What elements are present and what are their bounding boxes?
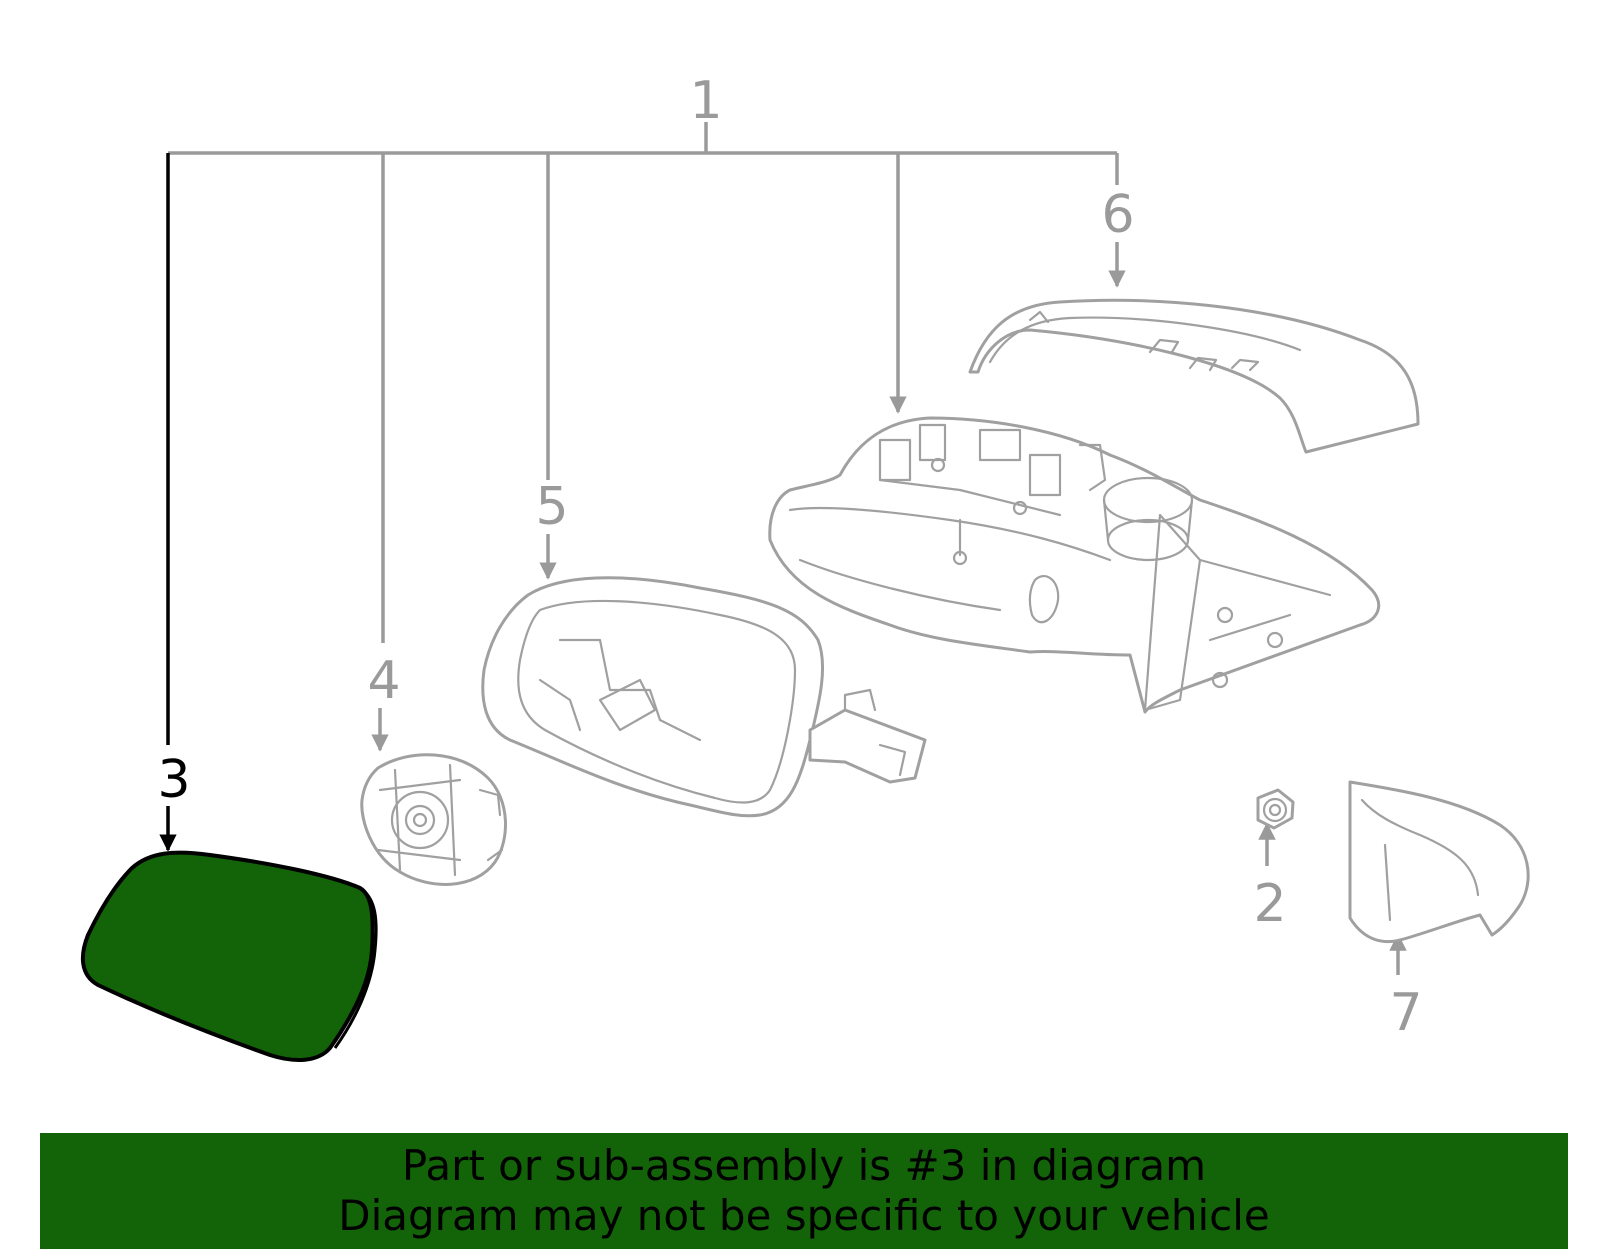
assembly-bracket — [168, 122, 1119, 643]
part-5-mirror-frame — [481, 576, 927, 818]
banner-line-1: Part or sub-assembly is #3 in diagram — [401, 1141, 1207, 1190]
banner-line-2: Diagram may not be specific to your vehi… — [338, 1191, 1270, 1240]
part-6-mirror-cover — [968, 298, 1420, 454]
callout-6: 6 — [1101, 185, 1134, 245]
callout-5: 5 — [535, 477, 568, 537]
part-4-mirror-actuator — [360, 753, 507, 886]
info-banner: Part or sub-assembly is #3 in diagram Di… — [40, 1133, 1568, 1249]
part-7-lower-cover — [1348, 780, 1530, 944]
callout-7: 7 — [1389, 983, 1422, 1043]
callout-2: 2 — [1253, 874, 1286, 934]
part-3-mirror-glass — [80, 850, 378, 1062]
callout-1: 1 — [689, 71, 722, 131]
callout-3: 3 — [157, 750, 190, 810]
part-1-mirror-housing — [768, 416, 1381, 714]
callout-4: 4 — [367, 651, 400, 711]
part-2-nut — [1256, 788, 1295, 830]
